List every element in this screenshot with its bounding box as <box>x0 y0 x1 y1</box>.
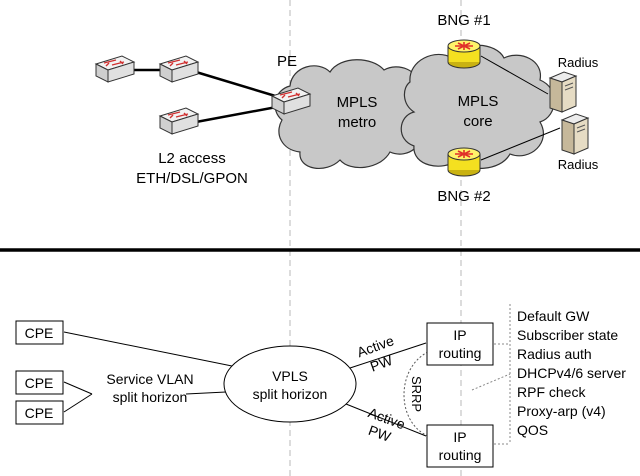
access-links <box>132 68 283 124</box>
vpls-ellipse <box>223 345 357 423</box>
cpe-links <box>63 331 233 413</box>
feature-item-7: QOS <box>517 422 548 438</box>
metro-cloud-line1: MPLS <box>337 94 378 111</box>
bng1-label: BNG #1 <box>437 12 490 29</box>
access-label-line2: ETH/DSL/GPON <box>136 170 248 187</box>
radius-server-icon-1 <box>549 71 577 113</box>
access-switch-icon-1 <box>95 55 135 83</box>
bng2-router-icon <box>447 147 481 177</box>
core-cloud-line2: core <box>463 113 492 130</box>
active-pw-top-line2: PW <box>368 352 395 375</box>
feature-item-3: Radius auth <box>517 346 592 362</box>
srrp-label: SRRP <box>409 376 424 412</box>
ip-routing-box-top <box>426 322 494 366</box>
pw-links <box>345 342 427 437</box>
cpe-label-3: CPE <box>25 405 54 421</box>
feature-item-1: Default GW <box>517 308 590 324</box>
ip-routing-bottom-line2: routing <box>439 447 482 463</box>
vpls-line1: VPLS <box>272 368 308 384</box>
pe-label: PE <box>277 53 297 70</box>
cpe-label-2: CPE <box>25 375 54 391</box>
cpe-box-2 <box>15 370 64 395</box>
access-switch-icon-2 <box>159 55 199 83</box>
metro-cloud-line2: metro <box>338 114 376 131</box>
vpls-line2: split horizon <box>253 386 328 402</box>
feature-item-5: RPF check <box>517 384 586 400</box>
core-cloud-line1: MPLS <box>458 93 499 110</box>
feature-item-2: Subscriber state <box>517 327 618 343</box>
ip-routing-bottom-line1: IP <box>453 429 466 445</box>
cpe-box-1 <box>15 320 64 345</box>
radius2-label: Radius <box>558 157 599 172</box>
bng2-label: BNG #2 <box>437 188 490 205</box>
feature-item-4: DHCPv4/6 server <box>517 365 626 381</box>
radius1-label: Radius <box>558 55 599 70</box>
feature-list: Default GW Subscriber state Radius auth … <box>517 308 626 438</box>
ip-routing-top-line1: IP <box>453 327 466 343</box>
access-label-line1: L2 access <box>158 150 226 167</box>
cpe-box-3 <box>15 400 64 425</box>
radius-links <box>480 55 561 161</box>
cpe-label-1: CPE <box>25 325 54 341</box>
service-vlan-line2: split horizon <box>113 389 188 405</box>
feature-connectors <box>471 304 511 445</box>
ip-routing-box-bottom <box>426 424 494 468</box>
bng1-router-icon <box>447 39 481 69</box>
service-vlan-line1: Service VLAN <box>106 371 193 387</box>
active-pw-bottom-line2: PW <box>366 422 393 445</box>
radius-server-icon-2 <box>561 113 589 155</box>
feature-item-6: Proxy-arp (v4) <box>517 403 606 419</box>
access-switch-icon-3 <box>159 107 199 135</box>
ip-routing-top-line2: routing <box>439 345 482 361</box>
